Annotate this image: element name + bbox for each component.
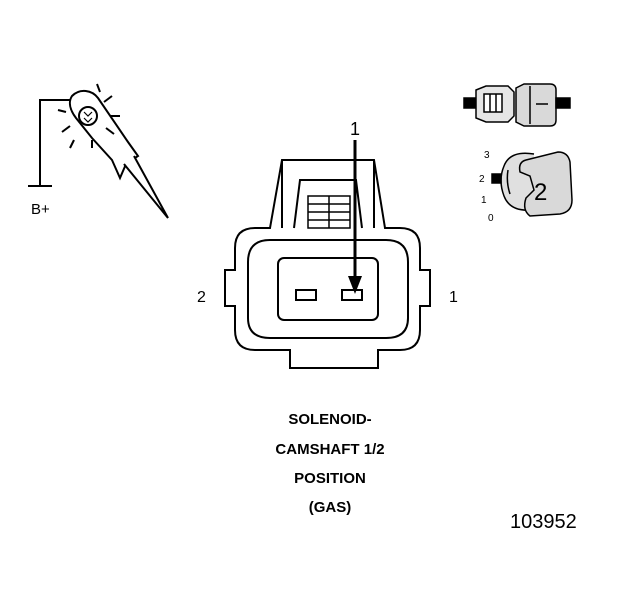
- position-number-1: 1: [481, 195, 487, 206]
- light-rays-icon: [57, 83, 120, 149]
- terminal-cavity: [277, 257, 379, 321]
- probe-supply-label: B+: [31, 201, 50, 218]
- pin-slot-1: [341, 289, 363, 301]
- probe-tip: [123, 155, 169, 219]
- probe-bulb-icon: [78, 106, 98, 126]
- pin-1-arrow: [348, 140, 362, 294]
- test-probe: [28, 83, 169, 219]
- probe-bulb-filament: [83, 111, 93, 123]
- connector-outer-housing: [224, 159, 431, 369]
- inset-position-indicator-icon: [491, 151, 573, 217]
- caption-line-2: CAMSHAFT 1/2: [275, 441, 385, 458]
- probe-body: [68, 90, 140, 181]
- pin-left-label: 2: [197, 289, 206, 306]
- pin-right-label: 1: [449, 289, 458, 306]
- position-value: 2: [534, 179, 547, 206]
- connector-latch-ribs: [307, 195, 351, 229]
- figure-number: 103952: [510, 511, 577, 533]
- connector-latch: [293, 179, 363, 229]
- connector-face: [224, 159, 431, 369]
- caption-line-1: SOLENOID-: [288, 411, 372, 428]
- position-number-2: 2: [479, 174, 485, 185]
- caption-line-3: POSITION: [294, 470, 366, 487]
- probe-wire: [39, 99, 76, 186]
- inset-connector-halves-icon: [463, 83, 571, 127]
- pin-slot-2: [295, 289, 317, 301]
- caption-line-4: (GAS): [308, 499, 352, 516]
- arrow-pin-label: 1: [350, 119, 360, 139]
- position-number-3: 3: [484, 150, 490, 161]
- connector-inner-seal: [247, 239, 409, 339]
- position-number-0: 0: [488, 213, 494, 224]
